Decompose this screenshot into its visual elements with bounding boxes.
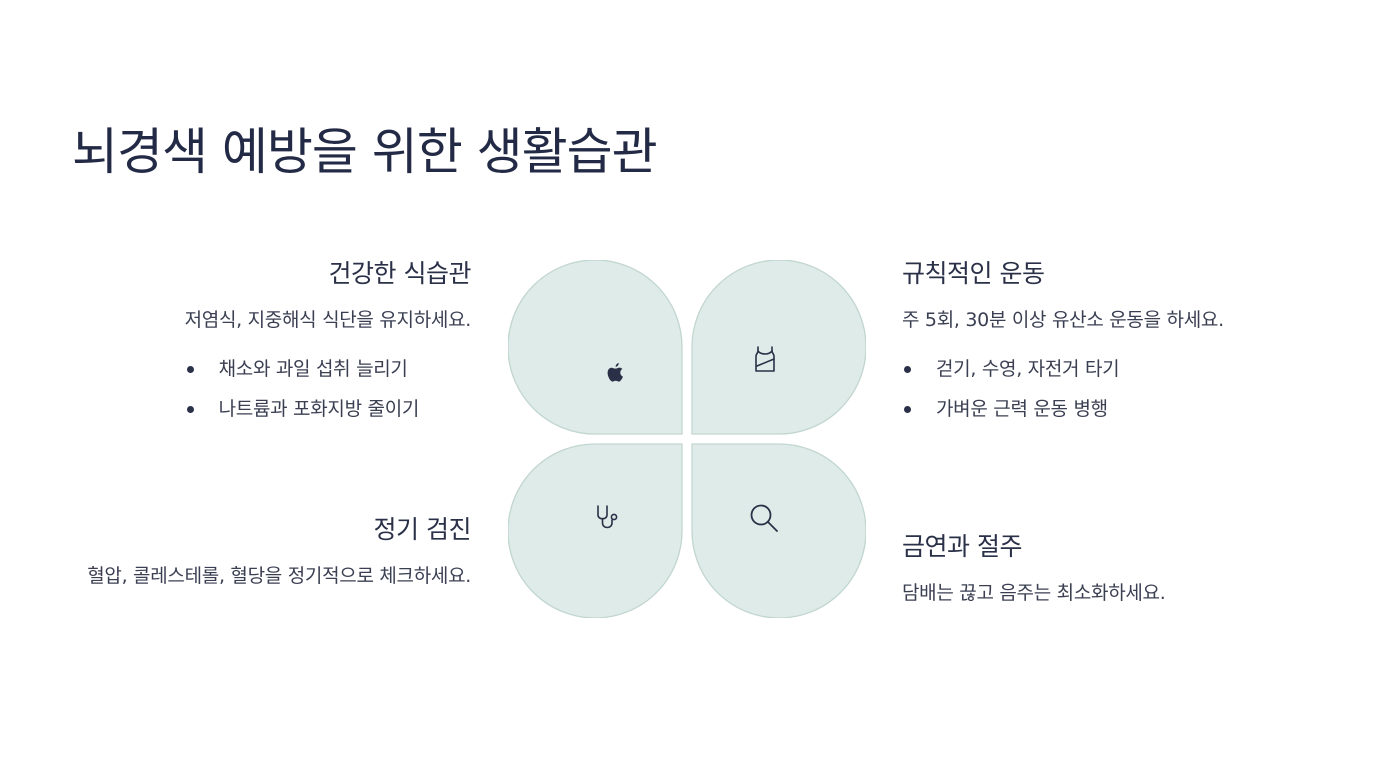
petal-checkup	[508, 443, 683, 618]
list-item: 나트륨과 포화지방 줄이기	[185, 389, 471, 429]
checkup-section: 정기 검진 혈압, 콜레스테롤, 혈당을 정기적으로 체크하세요.	[51, 510, 471, 593]
checkup-heading: 정기 검진	[373, 515, 472, 544]
list-item: 가벼운 근력 운동 병행	[902, 389, 1224, 429]
list-item: 걷기, 수영, 자전거 타기	[902, 349, 1224, 389]
petal-smoking-drinking	[691, 443, 866, 618]
apple-icon	[607, 363, 623, 382]
diet-description: 저염식, 지중해식 식단을 유지하세요.	[184, 309, 472, 331]
checkup-description: 혈압, 콜레스테롤, 혈당을 정기적으로 체크하세요.	[87, 565, 471, 587]
four-petal-diagram	[508, 260, 866, 618]
stethoscope-icon	[597, 505, 618, 529]
search-icon	[750, 504, 778, 532]
exercise-heading: 규칙적인 운동	[902, 259, 1045, 288]
smoking-drinking-description: 담배는 끊고 음주는 최소화하세요.	[902, 582, 1166, 604]
exercise-bullet-list: 걷기, 수영, 자전거 타기 가벼운 근력 운동 병행	[902, 349, 1224, 429]
diet-bullet-list: 채소와 과일 섭취 늘리기 나트륨과 포화지방 줄이기	[185, 349, 471, 429]
diet-heading: 건강한 식습관	[328, 259, 472, 288]
smoking-drinking-section: 금연과 절주 담배는 끊고 음주는 최소화하세요.	[902, 527, 1166, 610]
list-item: 채소와 과일 섭취 늘리기	[185, 349, 471, 389]
petal-exercise	[691, 260, 866, 435]
page-title: 뇌경색 예방을 위한 생활습관	[72, 123, 658, 181]
exercise-description: 주 5회, 30분 이상 유산소 운동을 하세요.	[902, 309, 1224, 331]
exercise-section: 규칙적인 운동 주 5회, 30분 이상 유산소 운동을 하세요. 걷기, 수영…	[902, 254, 1224, 429]
smoking-drinking-heading: 금연과 절주	[902, 532, 1022, 561]
tank-top-icon	[755, 346, 775, 372]
petal-diet	[508, 260, 683, 435]
diet-section: 건강한 식습관 저염식, 지중해식 식단을 유지하세요. 채소와 과일 섭취 늘…	[184, 254, 472, 429]
